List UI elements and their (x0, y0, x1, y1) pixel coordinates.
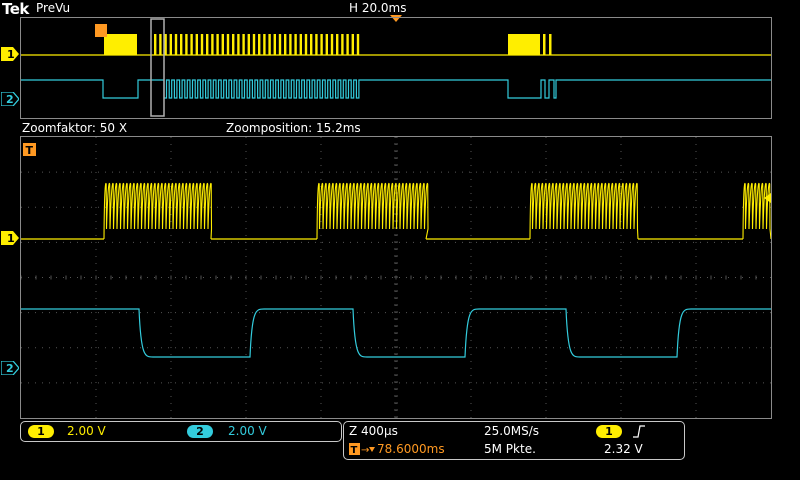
ch2-level-marker[interactable]: 2 (1, 361, 19, 375)
overview-ch1-pulse (294, 34, 297, 55)
overview-ch1-pulse (356, 34, 360, 55)
ch1-marker-label: 1 (7, 232, 15, 245)
overview-ch1-pulse (154, 34, 157, 55)
ch2-marker-label: 2 (6, 362, 14, 375)
ch1-level-marker[interactable]: 1 (1, 231, 19, 245)
overview-ch1-pulse (180, 34, 183, 55)
overview-ch1-pulse (320, 34, 323, 55)
overview-ch1-pulse (351, 34, 354, 55)
overview-ch1-pulse (216, 34, 219, 55)
overview-ch1-pulse (341, 34, 344, 55)
main-waveform-plot (21, 137, 771, 418)
overview-ch1-pulse (174, 34, 178, 55)
overview-ch1-pulse (185, 34, 188, 55)
overview-ch2-marker[interactable]: 2 (1, 92, 19, 106)
record-length[interactable]: 5M Pkte. (484, 442, 536, 456)
overview-ch1-pulse (221, 34, 224, 55)
overview-ch1-pulse (226, 34, 230, 55)
ch1-scale[interactable]: 2.00 V (67, 424, 106, 438)
overview-ch1-pulse (200, 34, 204, 55)
trigger-level[interactable]: 2.32 V (604, 442, 643, 456)
overview-ch2-trace (21, 79, 771, 99)
overview-ch1-pulse (258, 34, 261, 55)
overview-ch1-pulse (232, 34, 235, 55)
overview-ch1-pulse (325, 34, 328, 55)
overview-ch1-pulse (211, 34, 214, 55)
trigger-level-icon[interactable] (762, 193, 771, 203)
overview-ch1-pulse (543, 34, 546, 55)
overview-ch1-marker[interactable]: 1 (1, 47, 19, 61)
overview-ch1-pulse (206, 34, 209, 55)
overview-ch1-pulse (190, 34, 193, 55)
overview-ch1-burst (104, 34, 137, 55)
main-waveform-area[interactable] (20, 136, 772, 419)
zoom-position: Zoomposition: 15.2ms (226, 121, 361, 135)
overview-ch1-pulse (242, 34, 245, 55)
overview-ch1-pulse (330, 34, 334, 55)
overview-ch1-pulse (310, 34, 313, 55)
overview-trigger-marker (95, 24, 107, 37)
ch1-burst (529, 182, 639, 240)
overview-ch1-pulse (549, 34, 552, 55)
svg-text:T: T (351, 445, 358, 456)
overview-ch1-pulse (336, 34, 339, 55)
timebase-trigger-panel: Z 400µs 25.0MS/s 1 T → 78.6000ms 5M Pkte… (343, 421, 685, 460)
overview-ch1-burst (508, 34, 540, 55)
overview-zoom-window (150, 18, 165, 117)
trigger-position-marker-icon: T → (349, 443, 375, 456)
ch1-badge[interactable]: 1 (28, 425, 54, 438)
ch2-trace (21, 308, 771, 358)
overview-ch1-pulse (289, 34, 292, 55)
overview-ch1-pulse (268, 34, 271, 55)
overview-ch1-pulse (278, 34, 282, 55)
overview-ch1-pulse (247, 34, 250, 55)
overview-ch1-pulse (304, 34, 308, 55)
overview-ch1-pulse (252, 34, 256, 55)
ch2-badge[interactable]: 2 (187, 425, 213, 438)
overview-ch2-label: 2 (6, 93, 14, 106)
overview-ch1-pulse (273, 34, 276, 55)
trigger-marker-icon[interactable]: T (23, 143, 39, 157)
overview-ch1-pulse (346, 34, 349, 55)
tek-logo: Tek (2, 0, 29, 18)
overview-ch1-pulse (195, 34, 198, 55)
overview-ch1-pulse (169, 34, 172, 55)
overview-ch1-pulse (315, 34, 318, 55)
trigger-position[interactable]: 78.6000ms (377, 442, 445, 456)
overview-ch1-pulse (237, 34, 240, 55)
overview-ch1-pulse (299, 34, 302, 55)
overview-ch1-label: 1 (7, 48, 15, 61)
overview-waveform-area[interactable] (20, 17, 772, 119)
acquisition-mode: PreVu (36, 1, 71, 15)
zoom-scale[interactable]: Z 400µs (349, 424, 398, 438)
ch1-burst (103, 182, 213, 240)
svg-text:→: → (361, 445, 369, 456)
overview-ch1-pulse (159, 34, 162, 55)
channel-scale-panel: 1 2.00 V 2 2.00 V (20, 421, 342, 442)
horizontal-scale: H 20.0ms (349, 1, 407, 15)
overview-ch1-pulse (164, 34, 167, 55)
overview-waveform-plot (21, 18, 771, 117)
rising-edge-icon[interactable] (632, 425, 646, 438)
sample-rate: 25.0MS/s (484, 424, 539, 438)
svg-text:T: T (26, 144, 34, 157)
overview-ch1-pulse (284, 34, 287, 55)
overview-ch1-pulse (263, 34, 266, 55)
ch1-burst (316, 182, 429, 240)
trigger-position-icon[interactable] (390, 15, 402, 23)
zoom-factor: Zoomfaktor: 50 X (22, 121, 128, 135)
ch1-burst (742, 182, 771, 240)
trigger-source-badge[interactable]: 1 (596, 425, 622, 438)
ch2-scale[interactable]: 2.00 V (228, 424, 267, 438)
